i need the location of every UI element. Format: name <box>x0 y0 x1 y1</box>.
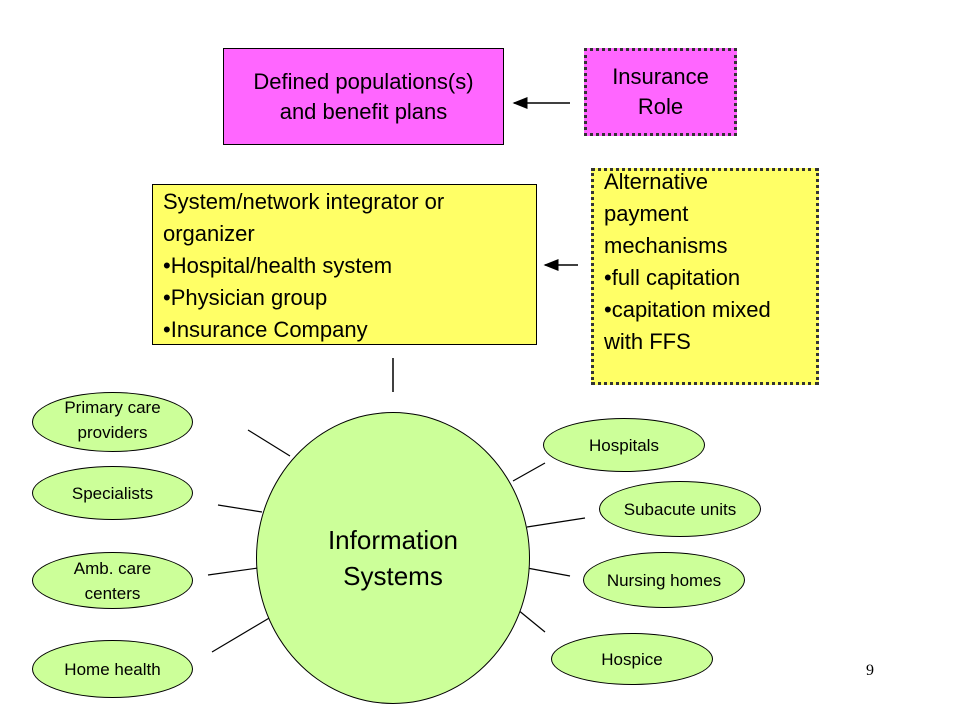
payment-line: with FFS <box>604 329 691 354</box>
payment-line: Alternative <box>604 169 708 194</box>
insurance-role-line2: Role <box>637 94 684 119</box>
integrator-bullet: •Insurance Company <box>163 317 368 342</box>
subacute-label: Subacute units <box>623 499 737 519</box>
specialists-label: Specialists <box>71 483 154 503</box>
hospice-node: Hospice <box>551 633 713 685</box>
specialists-node: Specialists <box>32 466 193 520</box>
spoke-subacute <box>526 517 586 528</box>
integrator-bullet: •Physician group <box>163 285 328 310</box>
integrator-line: organizer <box>163 221 255 246</box>
integrator-bullet: •Hospital/health system <box>163 253 393 278</box>
amb-care-node: Amb. care centers <box>32 552 193 609</box>
payment-bullet: •capitation mixed <box>604 297 771 322</box>
defined-populations-box: Defined populations(s) and benefit plans <box>223 48 504 145</box>
center-line2: Systems <box>343 561 443 591</box>
hospice-label: Hospice <box>601 649 663 669</box>
information-systems-circle: Information Systems <box>256 412 530 704</box>
nursing-homes-node: Nursing homes <box>583 552 745 608</box>
primary-care-line2: providers <box>77 423 148 442</box>
primary-care-line1: Primary care <box>64 398 161 417</box>
spoke-nursing <box>526 567 571 577</box>
spoke-home-health <box>211 613 277 653</box>
hospitals-node: Hospitals <box>543 418 705 472</box>
subacute-units-node: Subacute units <box>599 481 761 537</box>
insurance-role-box: Insurance Role <box>584 48 737 136</box>
hospitals-label: Hospitals <box>589 435 659 455</box>
home-health-label: Home health <box>64 659 161 679</box>
integrator-box: System/network integrator or organizer •… <box>152 184 537 345</box>
payment-line: payment <box>604 201 689 226</box>
amb-care-line2: centers <box>84 583 141 603</box>
insurance-role-line1: Insurance <box>612 64 709 89</box>
spoke-specialists <box>217 504 263 513</box>
center-line1: Information <box>327 525 459 555</box>
nursing-label: Nursing homes <box>606 570 722 590</box>
page-number: 9 <box>866 662 874 679</box>
payment-mechanisms-box: Alternative payment mechanisms •full cap… <box>591 168 819 385</box>
home-health-node: Home health <box>32 640 193 698</box>
spoke-hospitals <box>512 462 546 482</box>
primary-care-node: Primary care providers <box>32 392 193 452</box>
spoke-primary-care <box>247 429 291 457</box>
integrator-line: System/network integrator or <box>163 189 445 214</box>
defined-populations-line2: and benefit plans <box>279 98 448 124</box>
payment-bullet: •full capitation <box>604 265 741 290</box>
spoke-amb-care <box>207 567 259 576</box>
payment-line: mechanisms <box>604 233 728 258</box>
defined-populations-line1: Defined populations(s) <box>253 68 474 94</box>
amb-care-line1: Amb. care <box>73 558 152 578</box>
